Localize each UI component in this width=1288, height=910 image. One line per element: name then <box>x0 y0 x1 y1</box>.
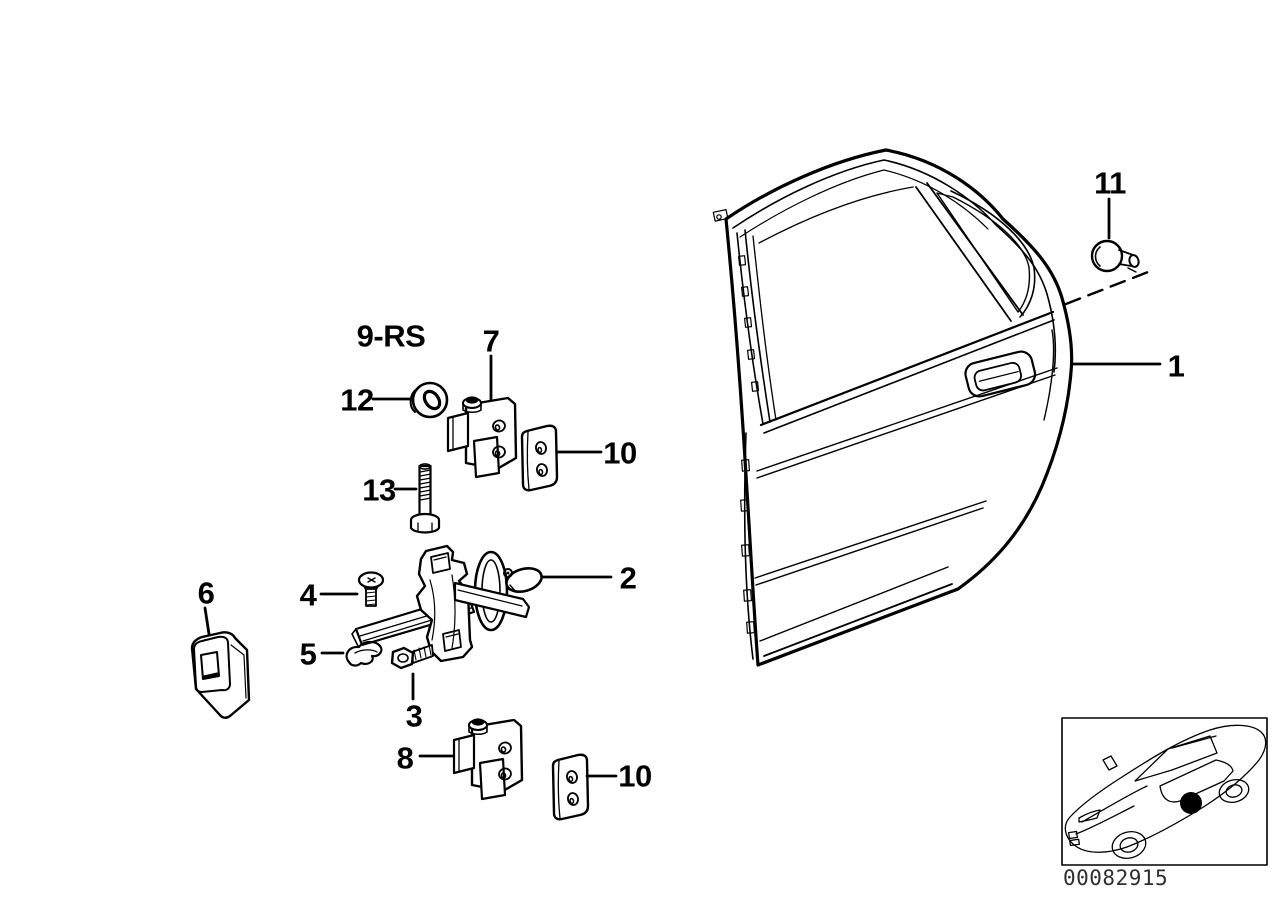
cover-plate-upper-part-10 <box>520 424 559 492</box>
car-locator-inset <box>1061 717 1268 866</box>
car-mirror <box>1102 755 1118 771</box>
diagram-image-code: 00082915 <box>1063 866 1169 890</box>
bolt-part-13 <box>409 463 441 534</box>
callout-2: 2 <box>619 560 637 596</box>
callout-5: 5 <box>299 636 317 672</box>
grommet-part-12 <box>409 381 449 419</box>
screw-part-4 <box>357 571 385 607</box>
callout-3: 3 <box>405 698 423 734</box>
callout-8: 8 <box>396 740 414 776</box>
callout-9-rs: 9-RS <box>356 318 426 354</box>
hinge-upper-part-7 <box>446 396 518 479</box>
callout-12: 12 <box>340 382 374 418</box>
callout-6: 6 <box>197 575 215 611</box>
door-shutface-details <box>712 209 760 634</box>
callout-4: 4 <box>299 577 317 613</box>
callout-7: 7 <box>482 323 500 359</box>
door-check-strap-part-2 <box>351 544 543 663</box>
rear-door-location-marker <box>1180 792 1202 814</box>
clip-part-5 <box>345 640 383 667</box>
hinge-bolt-icon <box>468 718 488 736</box>
wedge-part-6 <box>190 631 251 719</box>
door-handle <box>964 350 1037 398</box>
rear-door-illustration <box>712 148 1074 667</box>
hinge-lower-part-8 <box>452 718 524 801</box>
screw-part-3 <box>390 644 434 670</box>
callout-10-upper: 10 <box>603 435 637 471</box>
callout-13: 13 <box>362 472 396 508</box>
callout-leader-lines <box>203 197 1162 778</box>
plug-part-11 <box>1090 239 1140 273</box>
cover-plate-lower-part-10 <box>551 753 590 821</box>
hinge-bolt-icon <box>462 396 482 414</box>
callout-10-lower: 10 <box>618 758 652 794</box>
callout-1: 1 <box>1167 348 1185 384</box>
callout-11: 11 <box>1094 165 1126 201</box>
